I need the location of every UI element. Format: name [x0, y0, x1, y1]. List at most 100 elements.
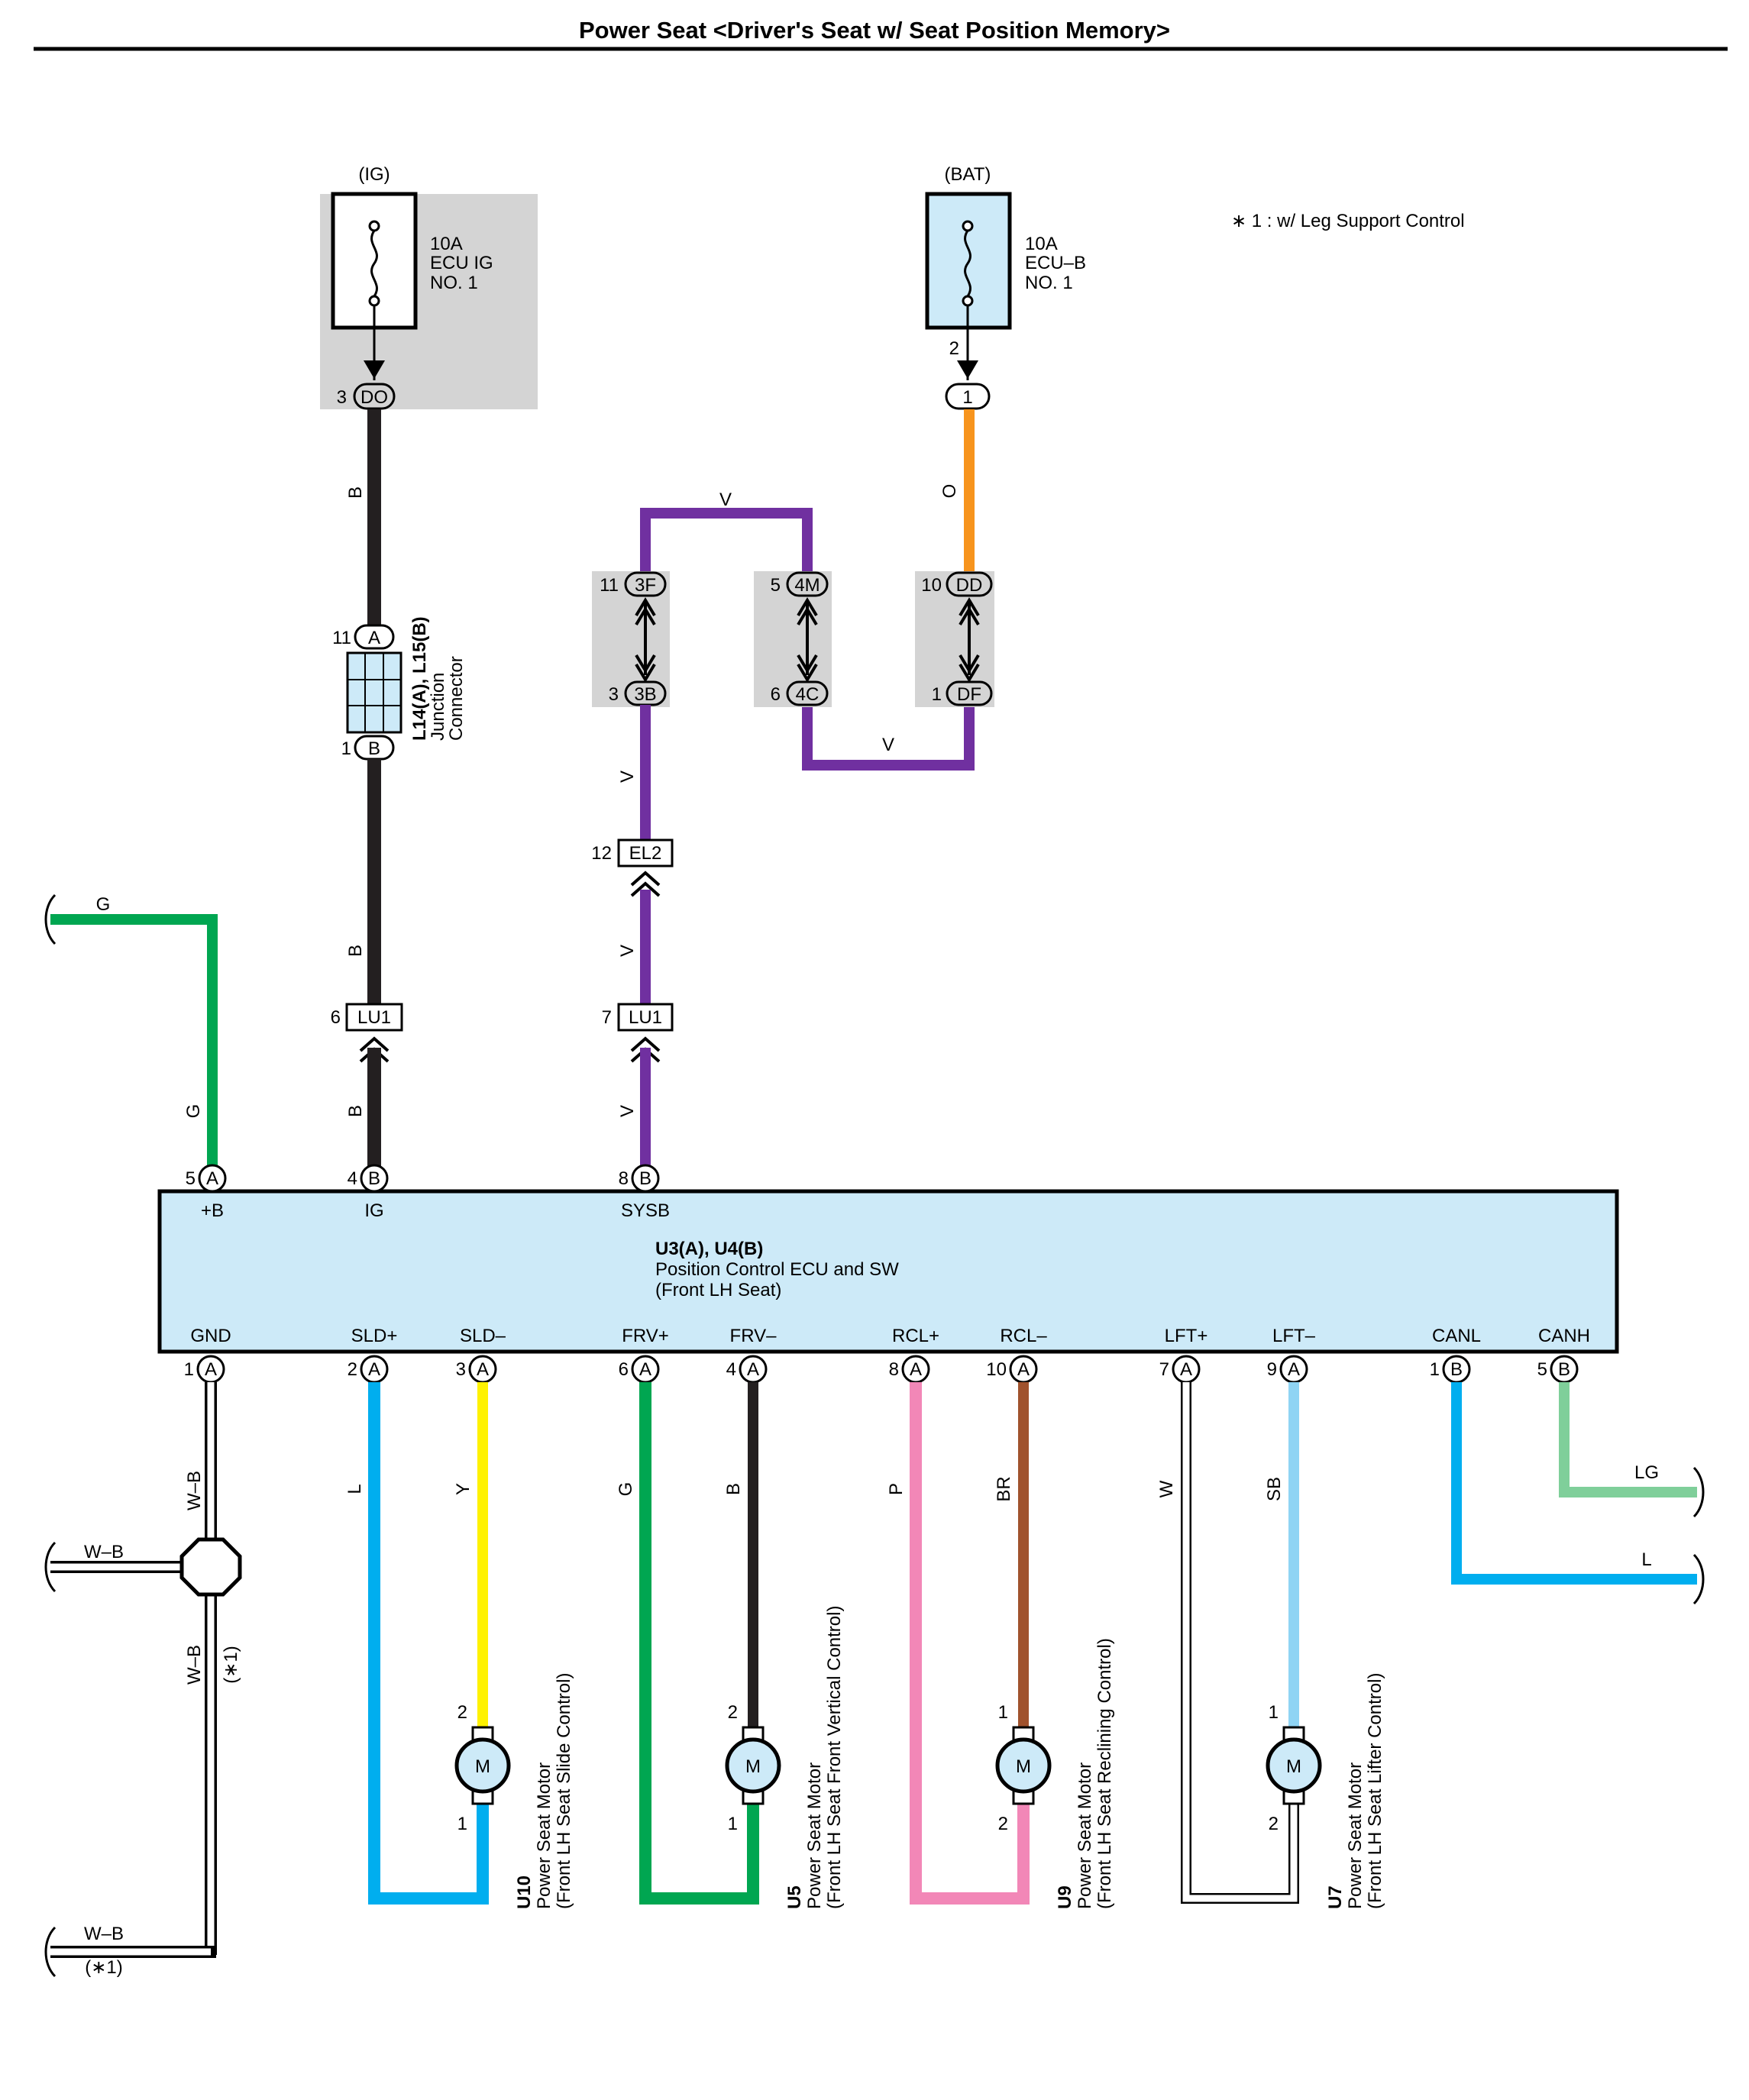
fuse-ig-terminal-top — [368, 220, 380, 232]
junction-pin-a-label: A — [368, 628, 380, 648]
fuse-bat-arrow — [957, 360, 978, 379]
connector-bat-1-label: 1 — [962, 387, 972, 408]
ecu-id: U3(A), U4(B) — [655, 1239, 763, 1259]
connector-el2-label: EL2 — [629, 843, 662, 864]
fuse-ig-source: (IG) — [358, 164, 390, 185]
ecu-pin-frv-number: 4 — [726, 1359, 736, 1380]
connector-3f-pin: 11 — [600, 575, 619, 596]
connector-dd — [946, 571, 993, 597]
connector-4c-label: 4C — [796, 684, 820, 705]
motor-icon — [725, 1737, 781, 1794]
fuse-bat: (BAT) 10A ECU–B NO. 1 2 1 — [925, 164, 1086, 410]
ecu-pin-gnd-number: 1 — [184, 1359, 194, 1380]
ecu-name: Position Control ECU and SW — [655, 1259, 899, 1280]
connector-dd-label: DD — [956, 575, 983, 596]
connector-dd-arrow — [959, 597, 980, 626]
ecu-pin-rcl-connector: A — [1017, 1359, 1030, 1380]
connector-4m — [786, 571, 829, 597]
fuse-bat-pin: 2 — [949, 338, 959, 359]
connector-4m-4c: 4M 5 4C 6 — [754, 571, 832, 707]
motor-function: (Front LH Seat Slide Control) — [554, 1673, 574, 1909]
wire-b-frv-label: B — [723, 1483, 744, 1495]
wire-g — [50, 914, 218, 1168]
connector-el2-pin: 12 — [591, 843, 612, 864]
motor-icon — [1266, 1737, 1322, 1794]
ecu-pin-name: SLD+ — [351, 1326, 398, 1346]
wire-p-rcl — [910, 1382, 1030, 1905]
ecu-pin-name: RCL– — [1000, 1326, 1047, 1346]
connector-3f — [624, 571, 667, 597]
ecu-pin-name: LFT– — [1272, 1326, 1316, 1346]
connector-lu1-b-pin: 7 — [602, 1007, 612, 1028]
wire-w-label: W — [1156, 1480, 1177, 1497]
motor-id: U7 — [1325, 1885, 1346, 1909]
motor-symbol: M — [1016, 1756, 1031, 1777]
wire-v-label-2: V — [617, 945, 638, 957]
wire-wb-break — [44, 1926, 57, 1978]
junction-pin-a — [354, 624, 395, 650]
wire-lg-canh — [1559, 1382, 1697, 1497]
motor-symbol: M — [1286, 1756, 1301, 1777]
wire-ig-b: B A 11 B 1 L14(A), L15(B) Junction Conne… — [331, 409, 467, 1168]
connector-df-label: DF — [957, 684, 981, 705]
connector-bat-1 — [945, 383, 991, 410]
ecu-pin-b-number: 5 — [186, 1168, 196, 1189]
motor-function: (Front LH Seat Lifter Control) — [1365, 1673, 1385, 1909]
ecu-pin-ig-number: 4 — [348, 1168, 357, 1189]
connector-4m-pin: 5 — [771, 575, 781, 596]
ecu-pin-frv-number: 6 — [619, 1359, 629, 1380]
connector-el2 — [617, 838, 674, 867]
wire-wb-label-upper: W–B — [184, 1471, 205, 1510]
connector-3f-3b: 3F 11 3B 3 — [592, 571, 670, 707]
ecu-pin-canh-number: 5 — [1537, 1359, 1547, 1380]
wire-sysb-v: V V O 3F 11 3B 3 4M 5 4C 6 — [591, 409, 994, 1168]
connector-4c-pin: 6 — [771, 684, 781, 705]
motor-pin-bottom: 1 — [728, 1814, 738, 1834]
fuse-bat-terminal-top — [962, 220, 974, 232]
wire-lg-break — [1692, 1466, 1705, 1518]
circuit-reclining: P BR — [886, 1382, 1030, 1905]
ecu-body — [157, 1189, 1619, 1354]
motor-function: (Front LH Seat Reclining Control) — [1094, 1638, 1115, 1909]
ecu-pin-frv-connector: A — [747, 1359, 759, 1380]
ecu-pin-canl-connector: B — [1450, 1359, 1463, 1380]
wire-v-label-3: V — [617, 1105, 638, 1117]
ecu: U3(A), U4(B) Position Control ECU and SW… — [157, 1164, 1619, 1384]
footnote: ∗ 1 : w/ Leg Support Control — [1231, 211, 1465, 231]
connector-3f-label: 3F — [635, 575, 656, 596]
ecu-pin-rcl-connector: A — [910, 1359, 922, 1380]
fuse-bat-terminal-bottom — [962, 295, 974, 307]
ecu-pin-lft-number: 7 — [1159, 1359, 1169, 1380]
wire-g-frv-label: G — [616, 1482, 636, 1497]
ecu-pin-sld-number: 3 — [456, 1359, 466, 1380]
ecu-pin-frv-connector: A — [639, 1359, 651, 1380]
connector-3b-pin: 3 — [609, 684, 619, 705]
motor-icon — [995, 1737, 1052, 1794]
motor-symbol: M — [475, 1756, 490, 1777]
connector-4c-arrow — [797, 654, 818, 683]
ecu-pin-name: RCL+ — [892, 1326, 939, 1346]
connector-lu1-b — [617, 1003, 674, 1032]
connector-el2-arrow — [630, 871, 661, 897]
ecu-pin-rcl-number: 8 — [889, 1359, 899, 1380]
circuit-can: LG L — [1451, 1382, 1705, 1605]
fuse-ig-element — [370, 230, 378, 297]
wire-wb-label-lower: W–B — [184, 1645, 205, 1685]
wire-b-label-1: B — [345, 486, 366, 499]
junction-name: Junction — [428, 673, 448, 741]
ecu-bottom-pins: GNDA1SLD+A2SLD–A3FRV+A6FRV–A4RCL+A8RCL–A… — [184, 1326, 1590, 1384]
fuse-ig-arrow — [364, 360, 385, 379]
wire-br-label: BR — [994, 1476, 1014, 1501]
connector-df-arrow — [959, 654, 980, 683]
ecu-pin-rcl-number: 10 — [986, 1359, 1007, 1380]
ecu-pin-name: GND — [190, 1326, 231, 1346]
wire-v-label-1: V — [617, 771, 638, 783]
connector-do-label: DO — [360, 387, 388, 408]
motor-pin-top: 1 — [1269, 1702, 1279, 1723]
motor-pin-bottom: 2 — [998, 1814, 1008, 1834]
connector-3b-arrow — [635, 654, 656, 683]
ecu-pin-sysb-number: 8 — [619, 1168, 629, 1189]
motor-id: U9 — [1055, 1885, 1075, 1909]
